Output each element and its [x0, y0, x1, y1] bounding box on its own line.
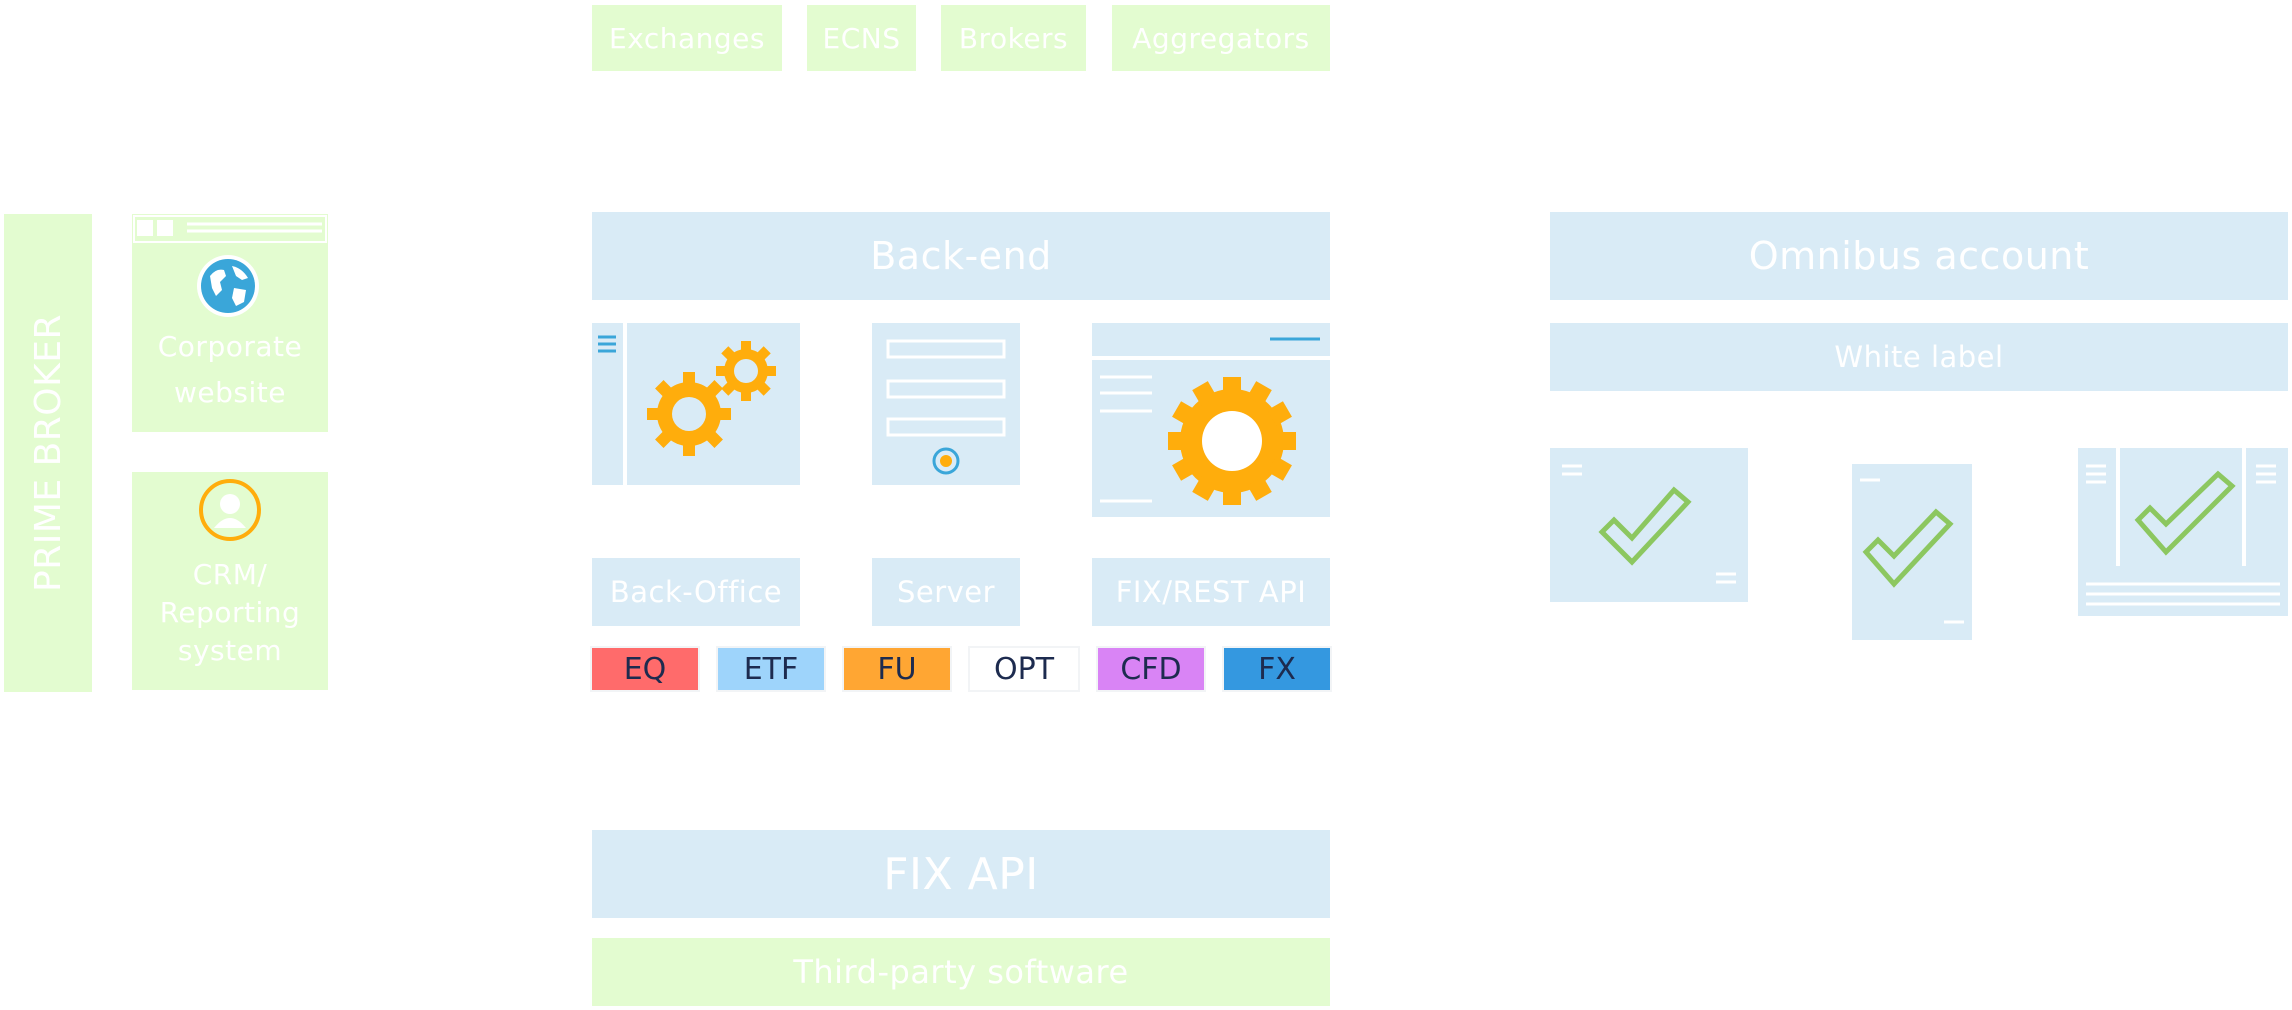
asset-chip-fx: FX: [1222, 646, 1332, 692]
backend-box: Back-end: [592, 212, 1330, 300]
globe-icon: [197, 255, 259, 317]
check-icon: [1860, 478, 1964, 624]
asset-chip-etf: ETF: [716, 646, 826, 692]
crm-line-3: system: [177, 634, 283, 667]
fix-api-box: FIX API: [592, 830, 1330, 918]
server-icon: [886, 339, 1006, 475]
back-office-gears-icon: [598, 323, 776, 485]
api-label: FIX/REST API: [1092, 558, 1330, 626]
crm-label: CRM/ Reporting system: [132, 556, 328, 670]
exchanges-box: Exchanges: [592, 5, 782, 71]
server-panel: [872, 323, 1020, 485]
back-office-panel: [592, 323, 800, 485]
api-panel: [1092, 323, 1330, 517]
api-gear-icon: [1092, 337, 1330, 505]
user-icon: [199, 479, 261, 541]
check-panel-desktop: [1550, 448, 1748, 602]
check-icon: [2086, 448, 2280, 606]
asset-chip-eq: EQ: [590, 646, 700, 692]
crm-line-1: CRM/: [192, 558, 268, 591]
third-party-box: Third-party software: [592, 938, 1330, 1006]
check-panel-mobile: [1852, 464, 1972, 640]
prime-broker-label: PRIME BROKER: [27, 314, 69, 593]
asset-chip-cfd: CFD: [1096, 646, 1206, 692]
corporate-line-2: website: [174, 376, 286, 409]
corporate-website-label: Corporate website: [132, 324, 328, 416]
browser-bar-icon: [132, 214, 328, 244]
brokers-box: Brokers: [941, 5, 1086, 71]
back-office-label: Back-Office: [592, 558, 800, 626]
ecns-box: ECNS: [807, 5, 916, 71]
check-panel-tablet: [2078, 448, 2288, 616]
corporate-website-card: Corporate website: [132, 214, 328, 432]
server-label: Server: [872, 558, 1020, 626]
prime-broker-panel: PRIME BROKER: [4, 214, 92, 692]
check-icon: [1562, 464, 1736, 584]
asset-chip-fu: FU: [842, 646, 952, 692]
crm-line-2: Reporting: [159, 596, 301, 629]
asset-chip-opt: OPT: [968, 646, 1080, 692]
corporate-line-1: Corporate: [157, 330, 303, 363]
omnibus-account-box: Omnibus account: [1550, 212, 2288, 300]
white-label-box: White label: [1550, 323, 2288, 391]
aggregators-box: Aggregators: [1112, 5, 1330, 71]
crm-card: CRM/ Reporting system: [132, 472, 328, 690]
